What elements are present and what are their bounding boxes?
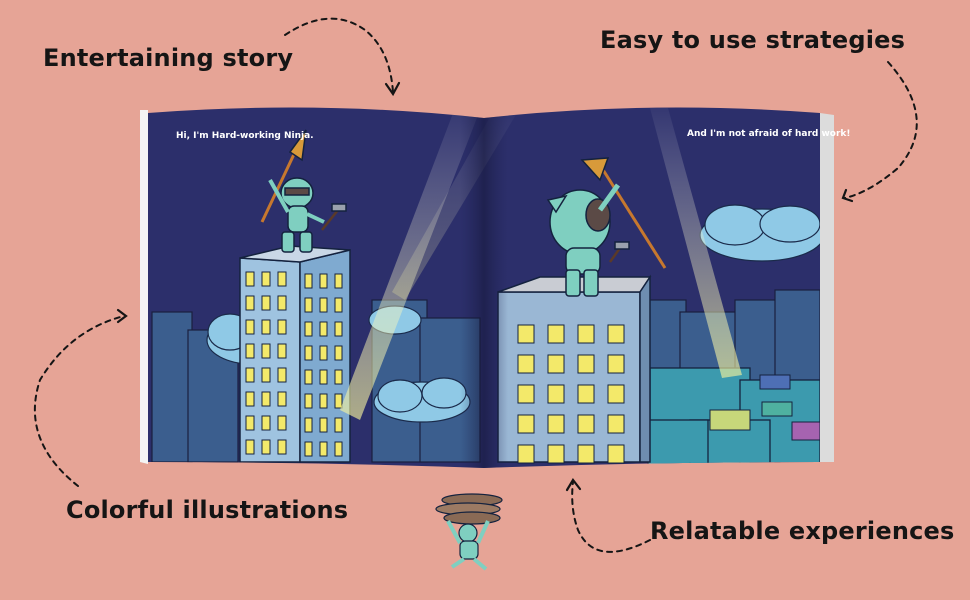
book-right-edge — [820, 113, 834, 462]
window — [319, 393, 328, 409]
ninja-carrying-books-icon — [435, 493, 503, 571]
window — [517, 444, 535, 464]
window — [334, 297, 343, 313]
dashed-arrow-icon-3 — [33, 315, 125, 487]
window — [261, 271, 271, 287]
window — [607, 324, 625, 344]
window — [261, 439, 271, 455]
window — [334, 345, 343, 361]
window — [261, 391, 271, 407]
window — [607, 384, 625, 404]
window — [304, 369, 313, 385]
window — [517, 414, 535, 434]
window — [245, 319, 255, 335]
window — [319, 321, 328, 337]
window — [245, 343, 255, 359]
label-entertaining-story: Entertaining story — [43, 44, 294, 72]
window — [334, 273, 343, 289]
dashed-arrow-icon — [284, 17, 394, 93]
book-gutter — [460, 107, 508, 468]
window — [334, 321, 343, 337]
cloud-icon-2 — [373, 377, 471, 423]
ninja-character-icon — [260, 129, 347, 253]
window — [517, 384, 535, 404]
window — [517, 324, 535, 344]
building-right-windows — [517, 324, 625, 464]
window — [304, 321, 313, 337]
window — [277, 415, 287, 431]
window — [304, 273, 313, 289]
window — [319, 345, 328, 361]
window — [245, 391, 255, 407]
window — [261, 415, 271, 431]
window — [245, 367, 255, 383]
left-page-text: Hi, I'm Hard-working Ninja. — [176, 131, 314, 141]
window — [245, 295, 255, 311]
window — [517, 354, 535, 374]
spotlight-icon-2 — [650, 108, 742, 378]
window — [319, 417, 328, 433]
window — [304, 441, 313, 457]
window — [319, 273, 328, 289]
label-relatable-experiences: Relatable experiences — [650, 517, 955, 545]
window — [277, 319, 287, 335]
window — [277, 295, 287, 311]
building-left-windows — [245, 271, 343, 457]
window — [261, 343, 271, 359]
window — [245, 439, 255, 455]
window — [547, 414, 565, 434]
window — [577, 414, 595, 434]
window — [261, 295, 271, 311]
right-page-text: And I'm not afraid of hard work! — [687, 129, 851, 139]
window — [547, 324, 565, 344]
window — [334, 369, 343, 385]
cloud-icon-4 — [699, 204, 820, 262]
window — [607, 354, 625, 374]
window — [245, 415, 255, 431]
window — [277, 271, 287, 287]
window — [319, 297, 328, 313]
label-easy-strategies: Easy to use strategies — [600, 26, 906, 54]
window — [547, 444, 565, 464]
window — [261, 367, 271, 383]
window — [577, 444, 595, 464]
window — [277, 367, 287, 383]
window — [547, 354, 565, 374]
dashed-arrow-icon-4 — [571, 481, 651, 553]
window — [607, 444, 625, 464]
window — [334, 441, 343, 457]
window — [245, 271, 255, 287]
window — [319, 441, 328, 457]
window — [304, 297, 313, 313]
label-colorful-illustrations: Colorful illustrations — [66, 496, 349, 524]
window — [304, 393, 313, 409]
window — [577, 384, 595, 404]
dashed-arrow-icon-2 — [844, 61, 918, 199]
window — [334, 393, 343, 409]
window — [277, 343, 287, 359]
window — [277, 439, 287, 455]
window — [319, 369, 328, 385]
window — [304, 417, 313, 433]
window — [607, 414, 625, 434]
ninja-character-icon-2 — [546, 157, 667, 297]
window — [304, 345, 313, 361]
book-left-edge — [140, 110, 148, 464]
window — [261, 319, 271, 335]
window — [277, 391, 287, 407]
window — [334, 417, 343, 433]
window — [577, 324, 595, 344]
window — [577, 354, 595, 374]
window — [547, 384, 565, 404]
rooftop-colors — [709, 374, 820, 441]
